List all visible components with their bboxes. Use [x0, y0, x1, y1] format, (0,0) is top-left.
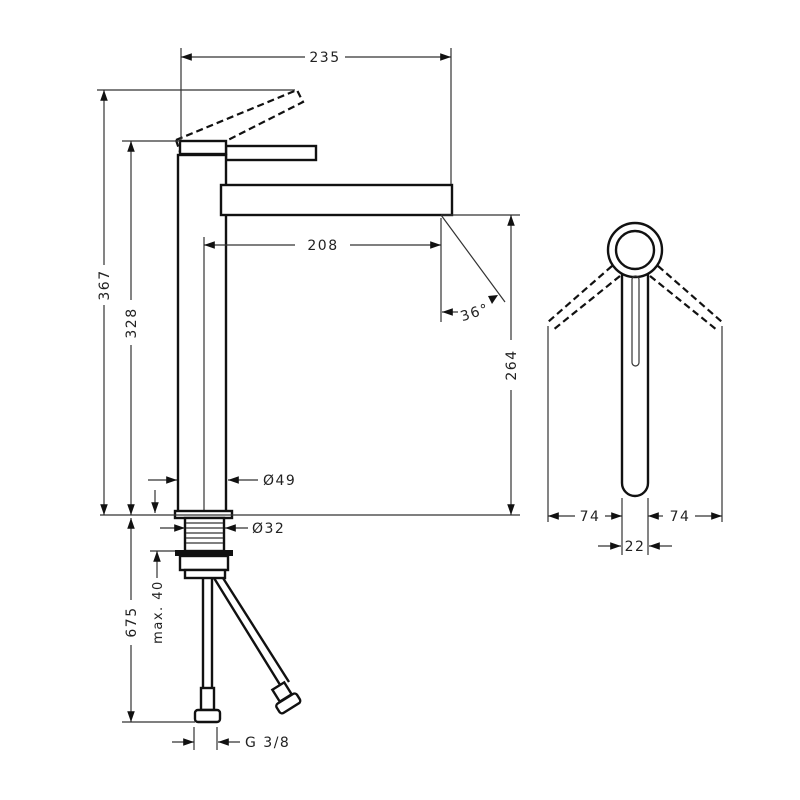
mounting-nut: [175, 550, 233, 556]
lever-side: [620, 262, 650, 498]
dim-675: 675: [124, 606, 140, 637]
dim-diameter-32: Ø32: [252, 521, 285, 537]
supply-hoses: [193, 577, 302, 724]
side-view: [547, 221, 723, 555]
dim-diameter-49: Ø49: [263, 473, 296, 489]
dim-264: 264: [504, 349, 520, 380]
dim-328: 328: [124, 307, 140, 338]
dim-74-right: 74: [670, 509, 691, 525]
cartridge-cap: [178, 139, 228, 156]
dimension-lines: [97, 48, 520, 750]
spout: [219, 183, 454, 217]
dim-22: 22: [625, 539, 646, 555]
dim-max-40: max. 40: [151, 580, 166, 644]
dim-74-left: 74: [580, 509, 601, 525]
lever: [224, 144, 318, 162]
dim-36-deg: 36°: [459, 301, 492, 325]
dashed-lever-open-position: [174, 88, 305, 153]
threaded-shank: [183, 516, 226, 553]
front-view: [173, 88, 454, 724]
dim-208: 208: [307, 238, 338, 254]
dim-g-3-8: G 3/8: [245, 735, 290, 751]
column-body: [176, 153, 228, 514]
dim-235: 235: [309, 50, 340, 66]
dim-367: 367: [97, 269, 113, 300]
